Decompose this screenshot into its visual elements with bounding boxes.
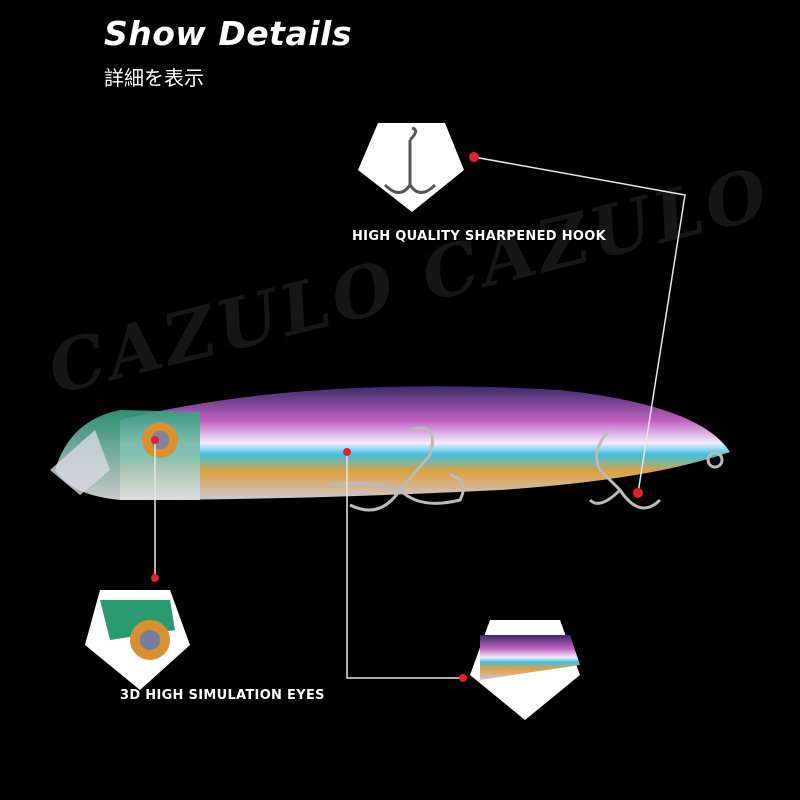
hook-detail-image (358, 123, 464, 212)
marker-dot (343, 448, 351, 456)
treble-hook-rear (588, 428, 724, 510)
lure-body (120, 386, 730, 500)
marker-dot (151, 436, 159, 444)
lure-lip (50, 430, 110, 495)
callout-lines (154, 156, 686, 679)
page-subtitle: 詳細を表示 (104, 66, 204, 90)
hook-callout-label: HIGH QUALITY SHARPENED HOOK (352, 229, 606, 244)
marker-dot (469, 152, 479, 162)
eyes-callout-label: 3D HIGH SIMULATION EYES (120, 688, 325, 703)
body-detail-image (470, 620, 580, 720)
treble-hook-middle (329, 426, 465, 512)
eye-detail-image (85, 590, 190, 690)
marker-dot (633, 488, 643, 498)
marker-dot (151, 574, 159, 582)
callout-markers (151, 152, 643, 682)
marker-dot (459, 674, 467, 682)
page-title: Show Details (104, 14, 352, 53)
